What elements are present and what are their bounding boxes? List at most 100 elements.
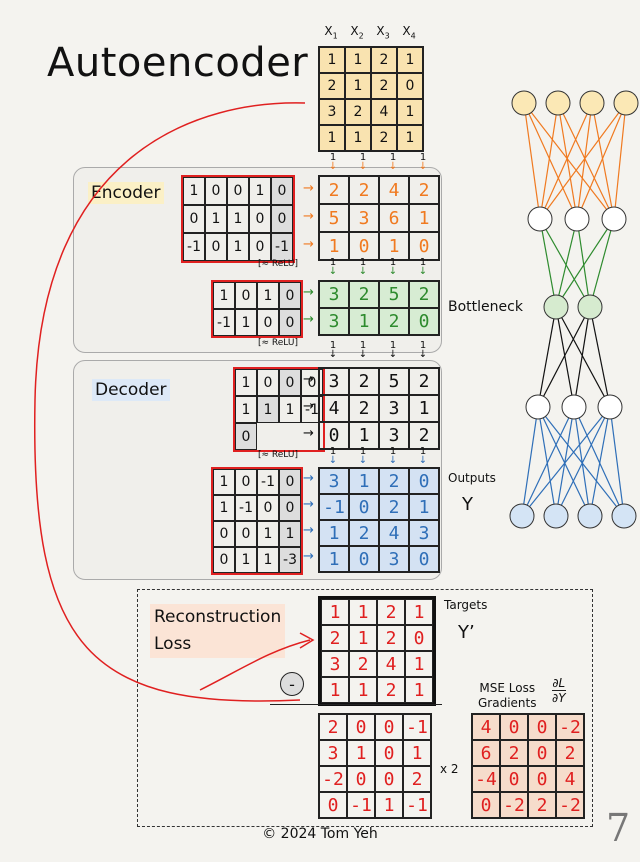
w4-cell: -3 — [279, 547, 301, 573]
network-edge — [555, 306, 575, 408]
targets-cell: 1 — [405, 651, 433, 677]
reconstruction-loss-label: Reconstruction Loss — [150, 604, 286, 658]
page-title: Autoencoder — [47, 40, 309, 86]
w3-cell: 0 — [279, 369, 301, 396]
network-edge — [555, 406, 575, 517]
h3-cell: 4 — [319, 395, 349, 422]
down-arrow-icon: ↓ — [388, 455, 398, 466]
input-matrix-cell: 1 — [397, 125, 423, 151]
w3-cell: 1 — [257, 396, 279, 423]
w3-cell: 1 — [235, 369, 257, 396]
network-node — [577, 503, 603, 529]
diff-cell: 0 — [375, 740, 403, 766]
network-node — [579, 90, 605, 116]
ymat-cell: 2 — [379, 468, 409, 494]
h1-cell: 1 — [319, 232, 349, 260]
header-x3: X3 — [376, 24, 390, 41]
w4-cell: 1 — [213, 469, 235, 495]
h1-cell: 2 — [349, 176, 379, 204]
h2-cell: 2 — [379, 308, 409, 335]
down-arrow-icon: ↓ — [418, 349, 428, 360]
relu-note-1: [≈ ReLU] — [258, 259, 298, 269]
input-matrix-cell: 1 — [319, 125, 345, 151]
w1-cell: -1 — [271, 233, 293, 261]
down-arrow-icon: ↓ — [328, 266, 338, 277]
ones-entry: 1 — [359, 152, 367, 163]
w4-cell: 0 — [213, 547, 235, 573]
h2-cell: 3 — [319, 281, 349, 308]
network-edge — [539, 102, 593, 220]
times-two: x 2 — [440, 762, 459, 776]
down-arrow-icon: ↓ — [388, 266, 398, 277]
w2-cell: 1 — [257, 282, 279, 309]
w1-cell: 0 — [249, 205, 271, 233]
network-edge — [589, 306, 611, 408]
targets-cell: 2 — [321, 625, 349, 651]
right-arrow-icon: → — [303, 426, 314, 441]
ones-entry: 1 — [329, 446, 337, 457]
h3-cell: 5 — [379, 368, 409, 395]
targets-cell: 1 — [349, 677, 377, 703]
input-matrix-cell: 1 — [397, 47, 423, 73]
network-edge — [523, 102, 615, 220]
ones-entry: 1 — [419, 446, 427, 457]
w4-cell: 1 — [257, 521, 279, 547]
h1-cell: 6 — [379, 204, 409, 232]
h2-cell: 1 — [349, 308, 379, 335]
network-node — [564, 206, 590, 232]
right-arrow-icon: → — [303, 312, 314, 327]
network-edge — [537, 406, 591, 517]
w1-cell: 1 — [227, 233, 249, 261]
w1-cell: 1 — [205, 205, 227, 233]
diff-cell: -1 — [403, 792, 431, 818]
network-edge — [521, 406, 611, 517]
h2-cell: 3 — [319, 308, 349, 335]
network-edge — [539, 218, 591, 308]
w3-cell: 0 — [257, 369, 279, 396]
diff-cell: -2 — [319, 766, 347, 792]
w1-cell: 0 — [183, 205, 205, 233]
network-edge — [576, 102, 593, 220]
targets-cell: 2 — [377, 677, 405, 703]
network-node — [601, 206, 627, 232]
right-arrow-icon: → — [303, 209, 314, 224]
input-matrix-cell: 2 — [371, 73, 397, 99]
network-edge — [589, 218, 615, 308]
w4-cell: 0 — [235, 521, 257, 547]
w1-cell: 0 — [271, 205, 293, 233]
diff-cell: -1 — [403, 714, 431, 740]
h1-cell: 0 — [409, 232, 439, 260]
diff-cell: 0 — [375, 766, 403, 792]
header-x2: X2 — [350, 24, 364, 41]
w1-cell: 1 — [183, 177, 205, 205]
ones-row: 1↓1↓1↓1↓ — [318, 340, 438, 360]
w4-cell: -1 — [257, 469, 279, 495]
w4-cell: 0 — [279, 495, 301, 521]
network-edge — [576, 218, 591, 308]
w2-cell: 0 — [279, 282, 301, 309]
ymat-cell: 0 — [409, 468, 439, 494]
h3-cell: 3 — [379, 422, 409, 449]
network-edge — [537, 306, 557, 408]
diff-cell: 2 — [403, 766, 431, 792]
grad-cell: 0 — [472, 792, 500, 818]
ones-entry: 1 — [419, 340, 427, 351]
network-node — [611, 503, 637, 529]
targets-cell: 2 — [349, 651, 377, 677]
diff-cell: 0 — [319, 792, 347, 818]
network-edge — [523, 102, 578, 220]
input-matrix-cell: 1 — [397, 99, 423, 125]
ymat-cell: 2 — [379, 494, 409, 520]
network-edge — [557, 102, 615, 220]
ymat-cell: 0 — [349, 546, 379, 572]
copyright: © 2024 Tom Yeh — [262, 826, 378, 842]
targets-cell: 3 — [321, 651, 349, 677]
w2-cell: 0 — [235, 282, 257, 309]
diff-cell: 1 — [403, 740, 431, 766]
grad-cell: 0 — [528, 714, 556, 740]
down-arrow-icon: ↓ — [418, 161, 428, 172]
ones-row: 1↓1↓1↓1↓ — [318, 152, 438, 172]
w1-cell: 1 — [227, 205, 249, 233]
